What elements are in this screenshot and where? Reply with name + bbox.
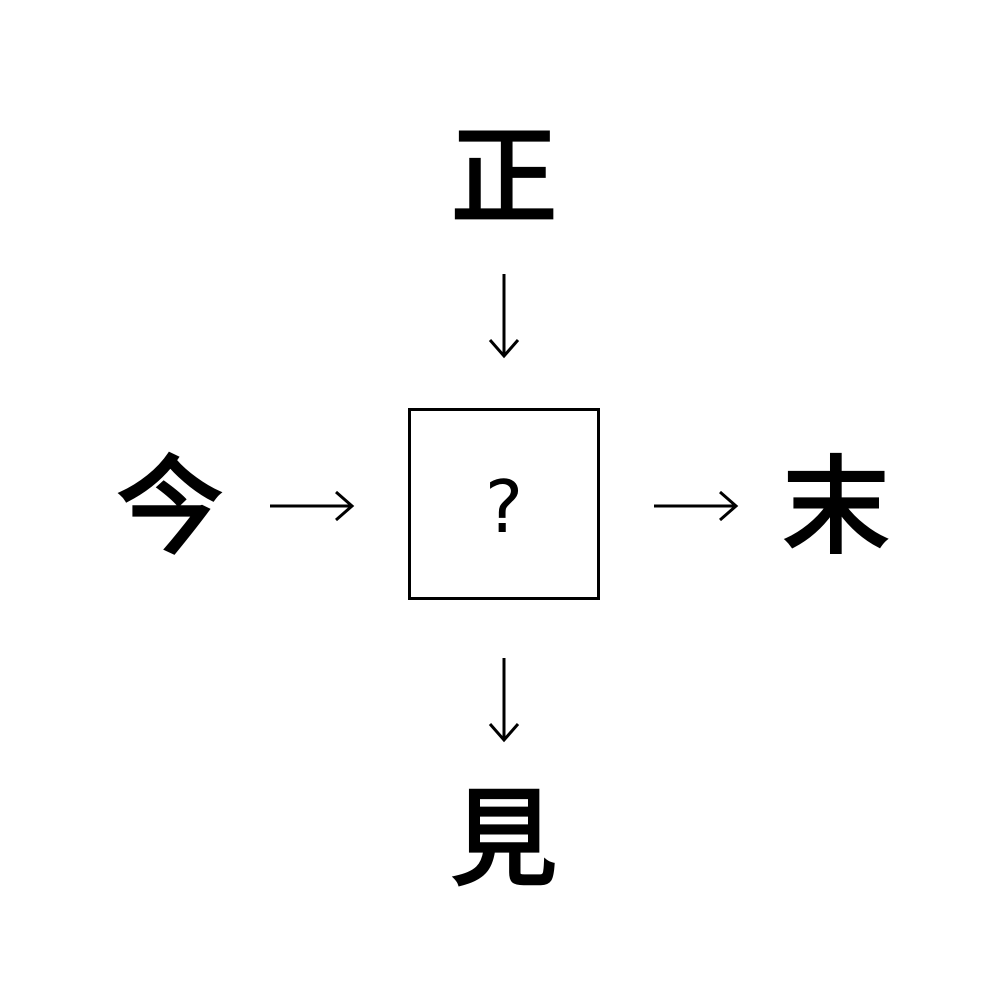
down-arrow-icon — [488, 274, 520, 359]
down-arrow-icon — [488, 658, 520, 743]
right-arrow-icon — [654, 490, 739, 522]
answer-box[interactable]: ? — [408, 408, 600, 600]
kanji-right: 末 — [783, 446, 889, 569]
right-arrow-icon — [270, 490, 355, 522]
kanji-left: 今 — [117, 446, 223, 569]
kanji-bottom: 見 — [451, 778, 557, 901]
question-mark: ? — [484, 465, 524, 549]
kanji-top: 正 — [451, 116, 557, 239]
